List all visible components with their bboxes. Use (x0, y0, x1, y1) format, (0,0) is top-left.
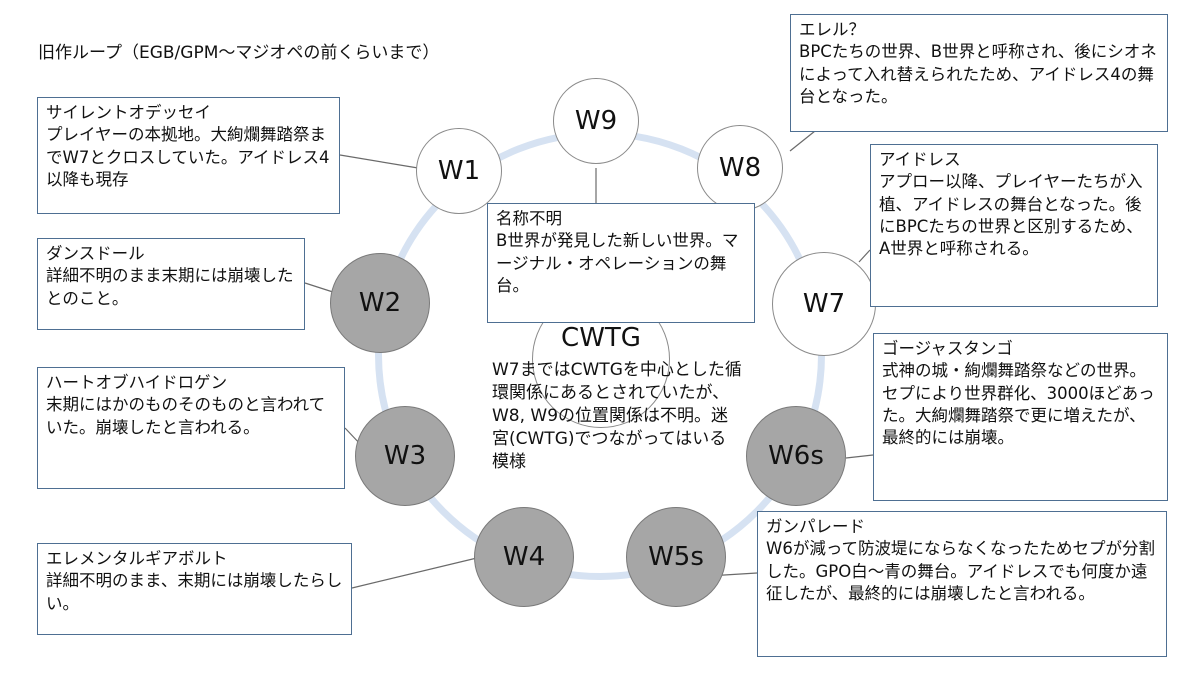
box-body: 詳細不明のまま末期には崩壊したとのこと。 (46, 266, 294, 308)
box-gunparade: ガンパレード W6が減って防波堤にならなくなったためセプが分割した。GPO白〜青… (757, 511, 1167, 657)
box-elemental-gear-bolt: エレメンタルギアボルト 詳細不明のまま、末期には崩壊したらしい。 (37, 543, 352, 635)
box-body: アプロー以降、プレイヤーたちが入植、アイドレスの舞台となった。後にBPCたちの世… (879, 172, 1143, 259)
node-w4: W4 (474, 507, 574, 607)
node-w9: W9 (553, 78, 639, 164)
box-body: W6が減って防波堤にならなくなったためセプが分割した。GPO白〜青の舞台。アイド… (766, 539, 1155, 603)
node-w8: W8 (697, 125, 783, 211)
box-unknown-world: 名称不明 B世界が発見した新しい世界。マージナル・オペレーションの舞台。 (487, 203, 755, 323)
box-erel: エレル？ BPCたちの世界、B世界と呼称され、後にシオネによって入れ替えられたた… (790, 14, 1168, 132)
box-title: エレル？ (799, 20, 865, 39)
box-title: エレメンタルギアボルト (46, 549, 228, 568)
connector-w8 (789, 130, 816, 152)
node-w2: W2 (330, 253, 430, 353)
box-body: 詳細不明のまま、末期には崩壊したらしい。 (46, 571, 343, 613)
connector-w1 (339, 154, 419, 169)
cwtg-title: CWTG (561, 323, 641, 353)
box-heart-of-hydrogen: ハートオブハイドロゲン 末期にはかのものそのものと言われていた。崩壊したと言われ… (37, 367, 345, 489)
connector-w4 (351, 556, 482, 589)
box-body: B世界が発見した新しい世界。マージナル・オペレーションの舞台。 (496, 231, 739, 295)
box-dance-doll: ダンスドール 詳細不明のまま末期には崩壊したとのこと。 (37, 238, 305, 330)
node-w3: W3 (355, 406, 455, 506)
diagram-title: 旧作ループ（EGB/GPM〜マジオペの前くらいまで） (38, 43, 440, 63)
box-body: BPCたちの世界、B世界と呼称され、後にシオネによって入れ替えられたため、アイド… (799, 42, 1157, 106)
box-idress: アイドレス アプロー以降、プレイヤーたちが入植、アイドレスの舞台となった。後にB… (870, 144, 1158, 307)
cwtg-description: W7まではCWTGを中心とした循環関係にあるとされていたが、W8, W9の位置関… (492, 360, 742, 472)
connector-w7 (858, 249, 871, 263)
box-title: アイドレス (879, 150, 961, 169)
box-title: ハートオブハイドロゲン (46, 373, 228, 392)
box-title: サイレントオデッセイ (46, 103, 211, 122)
node-w1: W1 (416, 128, 502, 214)
connector-w6s (845, 454, 874, 459)
node-w6s: W6s (746, 406, 846, 506)
box-silent-odyssey: サイレントオデッセイ プレイヤーの本拠地。大絢爛舞踏祭までW7とクロスしていた。… (37, 97, 340, 214)
box-gorgeous-tango: ゴージャスタンゴ 式神の城・絢爛舞踏祭などの世界。セプにより世界群化、3000ほ… (873, 333, 1168, 501)
box-title: ゴージャスタンゴ (882, 339, 1013, 358)
box-title: 名称不明 (496, 209, 562, 228)
box-title: ガンパレード (766, 517, 865, 536)
node-w5s: W5s (626, 507, 726, 607)
box-title: ダンスドール (46, 244, 145, 263)
box-body: プレイヤーの本拠地。大絢爛舞踏祭までW7とクロスしていた。アイドレス4以降も現存 (46, 125, 330, 189)
node-w7: W7 (772, 252, 876, 356)
box-body: 末期にはかのものそのものと言われていた。崩壊したと言われる。 (46, 395, 326, 437)
box-body: 式神の城・絢爛舞踏祭などの世界。セプにより世界群化、3000ほどあった。大絢爛舞… (882, 361, 1155, 448)
